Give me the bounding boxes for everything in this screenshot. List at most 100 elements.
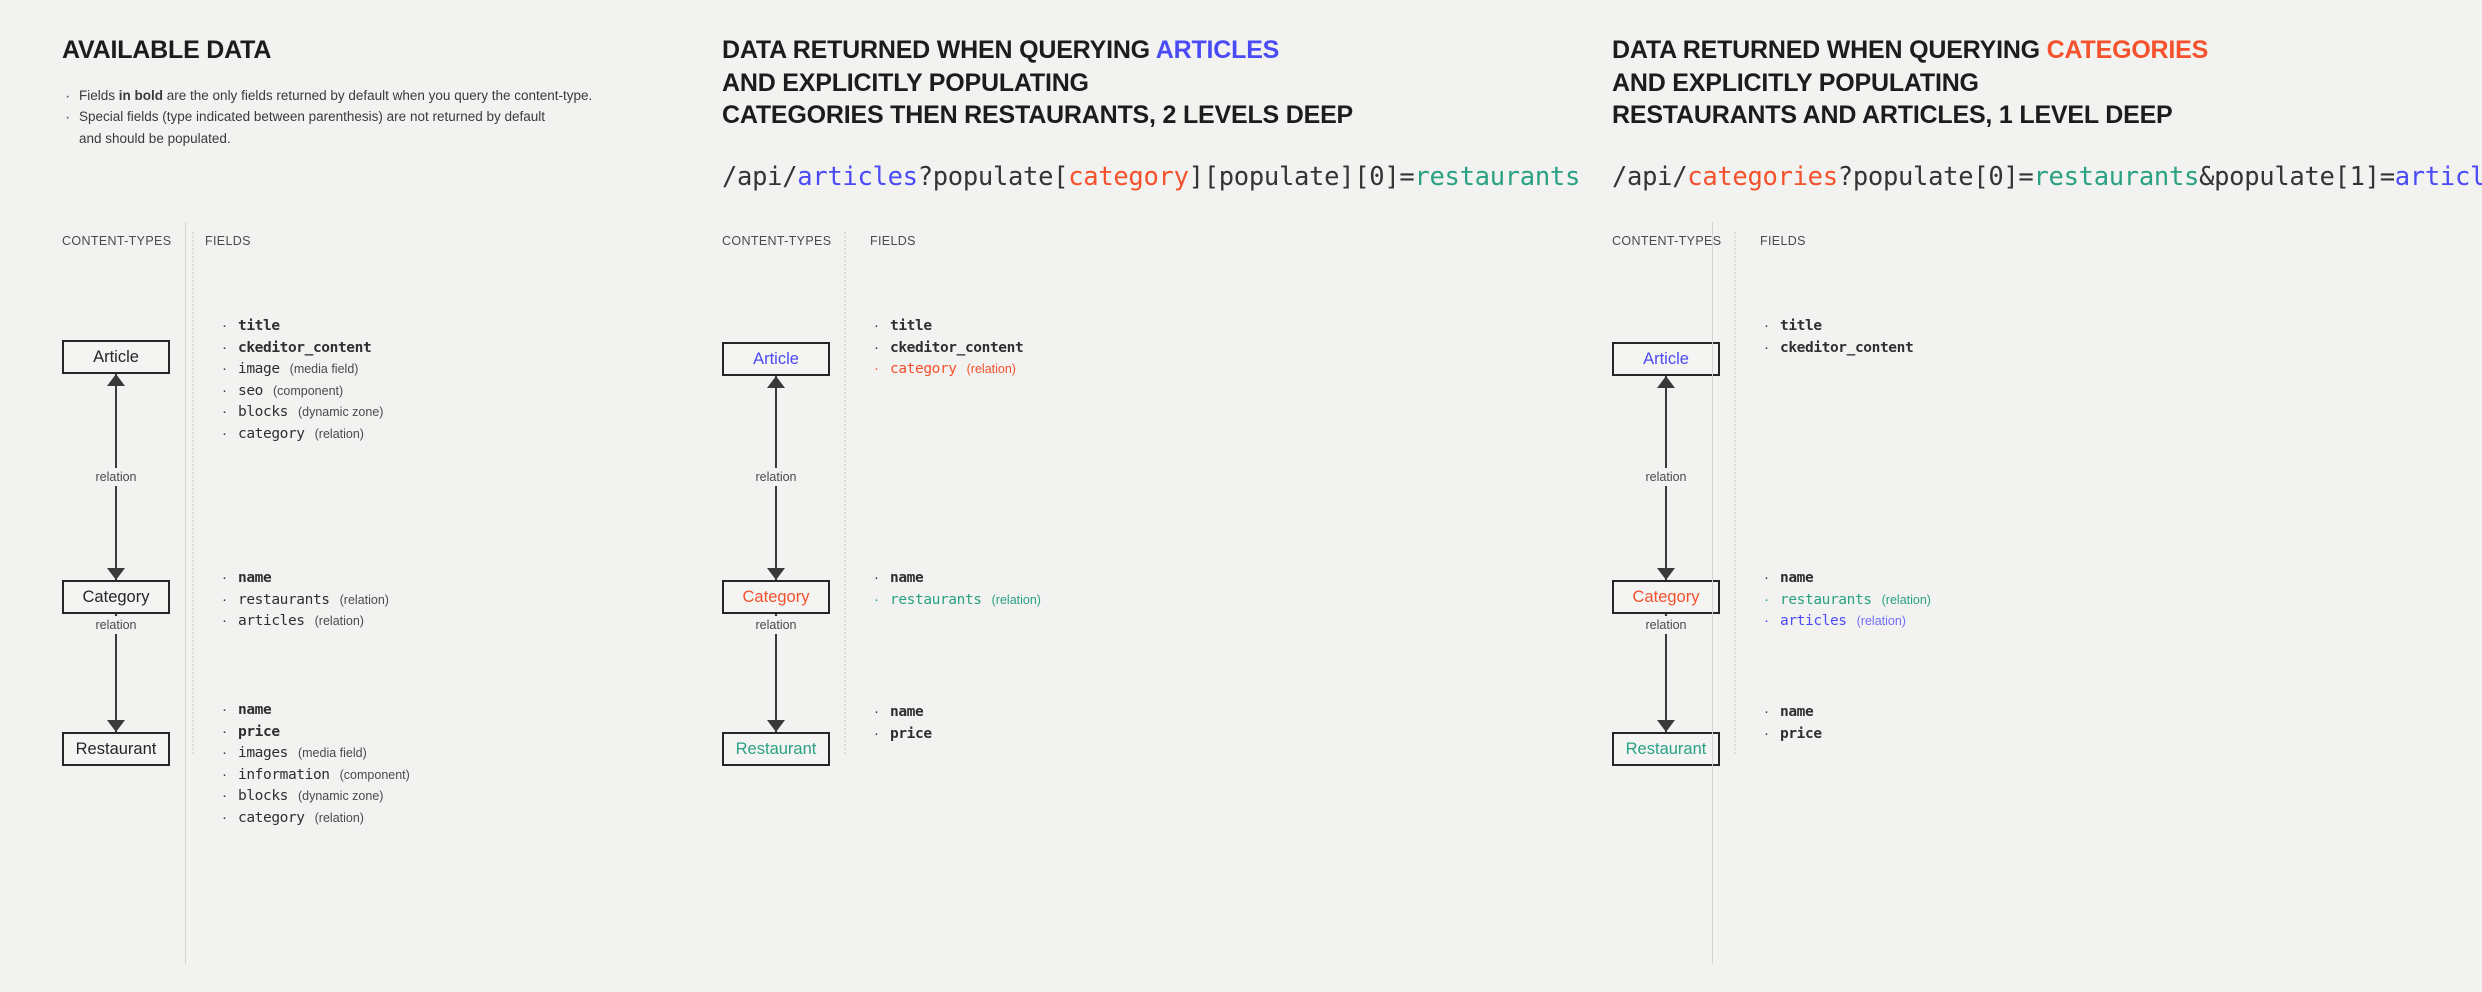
panel1-title: AVAILABLE DATA bbox=[62, 36, 272, 64]
node-restaurant[interactable]: Restaurant bbox=[62, 732, 170, 766]
arrowhead-up-icon bbox=[107, 374, 125, 386]
connector-label: relation bbox=[749, 616, 803, 634]
field-row: · name bbox=[222, 570, 389, 592]
bullet-icon: · bbox=[222, 424, 227, 442]
panel-query-categories: DATA RETURNED WHEN QUERYING CATEGORIES A… bbox=[1612, 0, 2482, 992]
node-article[interactable]: Article bbox=[1612, 342, 1720, 376]
connector-label: relation bbox=[749, 468, 803, 486]
bullet-icon: · bbox=[874, 703, 879, 720]
field-name: name bbox=[890, 704, 924, 720]
query-part: articles bbox=[2394, 161, 2482, 192]
field-type: (media field) bbox=[297, 746, 367, 760]
panel1-col-header-content-types: CONTENT-TYPES bbox=[62, 234, 172, 248]
field-name: title bbox=[890, 318, 932, 334]
field-row: ·title bbox=[1764, 318, 1923, 340]
field-row: ·price bbox=[222, 724, 410, 746]
panel2-title-pre: DATA RETURNED WHEN QUERYING bbox=[722, 36, 1156, 64]
arrowhead-down-icon bbox=[107, 720, 125, 732]
field-name: category bbox=[890, 361, 957, 377]
bullet-icon: · bbox=[222, 787, 227, 804]
panel1-dotted-divider bbox=[192, 232, 194, 754]
panel2-title-line3: CATEGORIES THEN RESTAURANTS, 2 LEVELS DE… bbox=[722, 101, 1354, 129]
panel-separator-2 bbox=[1712, 222, 1713, 964]
bullet-icon: · bbox=[222, 381, 227, 399]
arrowhead-down-icon bbox=[107, 568, 125, 580]
field-type: (relation) bbox=[966, 362, 1016, 376]
node-restaurant[interactable]: Restaurant bbox=[722, 732, 830, 766]
field-name: category bbox=[238, 809, 305, 826]
field-name: ckeditor_content bbox=[238, 339, 372, 356]
bullet-icon: · bbox=[222, 569, 227, 586]
field-name: name bbox=[890, 570, 924, 586]
query-part: articles bbox=[797, 161, 918, 192]
query-part: category bbox=[1068, 161, 1189, 192]
node-article[interactable]: Article bbox=[62, 340, 170, 374]
field-row: ·category(relation) bbox=[222, 426, 383, 448]
field-row: ·name bbox=[1764, 570, 1931, 592]
field-name: images bbox=[238, 745, 288, 761]
field-row: ·ckeditor_content bbox=[1764, 340, 1923, 362]
panel2-dotted-divider bbox=[844, 232, 846, 754]
note-bold: in bold bbox=[118, 87, 164, 103]
panel-query-articles: DATA RETURNED WHEN QUERYING ARTICLES AND… bbox=[722, 0, 1612, 992]
node-restaurant[interactable]: Restaurant bbox=[1612, 732, 1720, 766]
field-name: articles bbox=[1780, 613, 1847, 629]
field-type: (component) bbox=[273, 383, 344, 398]
field-name: name bbox=[1780, 704, 1814, 720]
fields-category: ·name ·restaurants(relation) bbox=[874, 570, 1041, 613]
field-type: (relation) bbox=[314, 614, 364, 628]
field-row: ·restaurants(relation) bbox=[222, 592, 389, 614]
field-row: ·images(media field) bbox=[222, 745, 410, 767]
arrowhead-up-icon bbox=[1657, 376, 1675, 388]
connector-label: relation bbox=[89, 468, 143, 486]
fields-restaurant: ·name ·price ·images(media field) ·infor… bbox=[222, 702, 410, 831]
field-name: ckeditor_content bbox=[890, 339, 1024, 356]
bullet-icon: · bbox=[222, 403, 227, 420]
fields-restaurant: ·name ·price bbox=[1764, 704, 1832, 747]
panel3-title-keyword: CATEGORIES bbox=[2046, 36, 2209, 64]
panel2-title: DATA RETURNED WHEN QUERYING ARTICLES AND… bbox=[722, 34, 1612, 132]
field-row: ·name bbox=[1764, 704, 1832, 726]
node-category[interactable]: Category bbox=[62, 580, 170, 614]
field-name: name bbox=[238, 570, 272, 586]
bullet-icon: · bbox=[874, 338, 879, 356]
panel2-col-header-fields: FIELDS bbox=[870, 234, 916, 248]
query-part: restaurants bbox=[1414, 161, 1581, 192]
field-row: ·articles(relation) bbox=[1764, 613, 1931, 635]
connector-label: relation bbox=[1639, 468, 1693, 486]
panel3-query-url: /api/categories?populate[0]=restaurants&… bbox=[1612, 162, 2482, 192]
field-name: information bbox=[238, 766, 330, 783]
panel3-col-header-fields: FIELDS bbox=[1760, 234, 1806, 248]
arrowhead-up-icon bbox=[767, 376, 785, 388]
bullet-icon: · bbox=[874, 569, 879, 586]
node-article[interactable]: Article bbox=[722, 342, 830, 376]
bullet-icon: · bbox=[1764, 569, 1769, 586]
field-name: articles bbox=[238, 613, 305, 629]
panel1-col-header-fields: FIELDS bbox=[205, 234, 251, 248]
note-item: Fields in bold are the only fields retur… bbox=[62, 84, 722, 110]
bullet-icon: · bbox=[222, 765, 227, 783]
field-name: price bbox=[1780, 725, 1822, 742]
fields-restaurant: ·name ·price bbox=[874, 704, 942, 747]
panel3-title-pre: DATA RETURNED WHEN QUERYING bbox=[1612, 36, 2047, 64]
note-pre: Special fields (type indicated between p… bbox=[79, 109, 546, 125]
field-row: · name bbox=[874, 704, 942, 726]
bullet-icon: · bbox=[222, 701, 227, 718]
field-row: · articles (relation) bbox=[222, 613, 389, 635]
field-row: ·information(component) bbox=[222, 767, 410, 789]
field-name: restaurants bbox=[1780, 591, 1872, 608]
fields-category: ·name ·restaurants(relation) ·articles(r… bbox=[1764, 570, 1931, 635]
bullet-icon: · bbox=[222, 612, 227, 629]
panel2-col-header-content-types: CONTENT-TYPES bbox=[722, 234, 832, 248]
bullet-icon: · bbox=[222, 808, 227, 826]
node-category[interactable]: Category bbox=[722, 580, 830, 614]
node-category[interactable]: Category bbox=[1612, 580, 1720, 614]
field-row: ·title bbox=[874, 318, 1033, 340]
arrowhead-down-icon bbox=[767, 568, 785, 580]
connector-label: relation bbox=[1639, 616, 1693, 634]
field-name: price bbox=[238, 723, 280, 740]
fields-article: ·title ·ckeditor_content bbox=[1764, 318, 1923, 361]
field-type: (relation) bbox=[314, 426, 364, 441]
field-type: (dynamic zone) bbox=[297, 405, 384, 419]
